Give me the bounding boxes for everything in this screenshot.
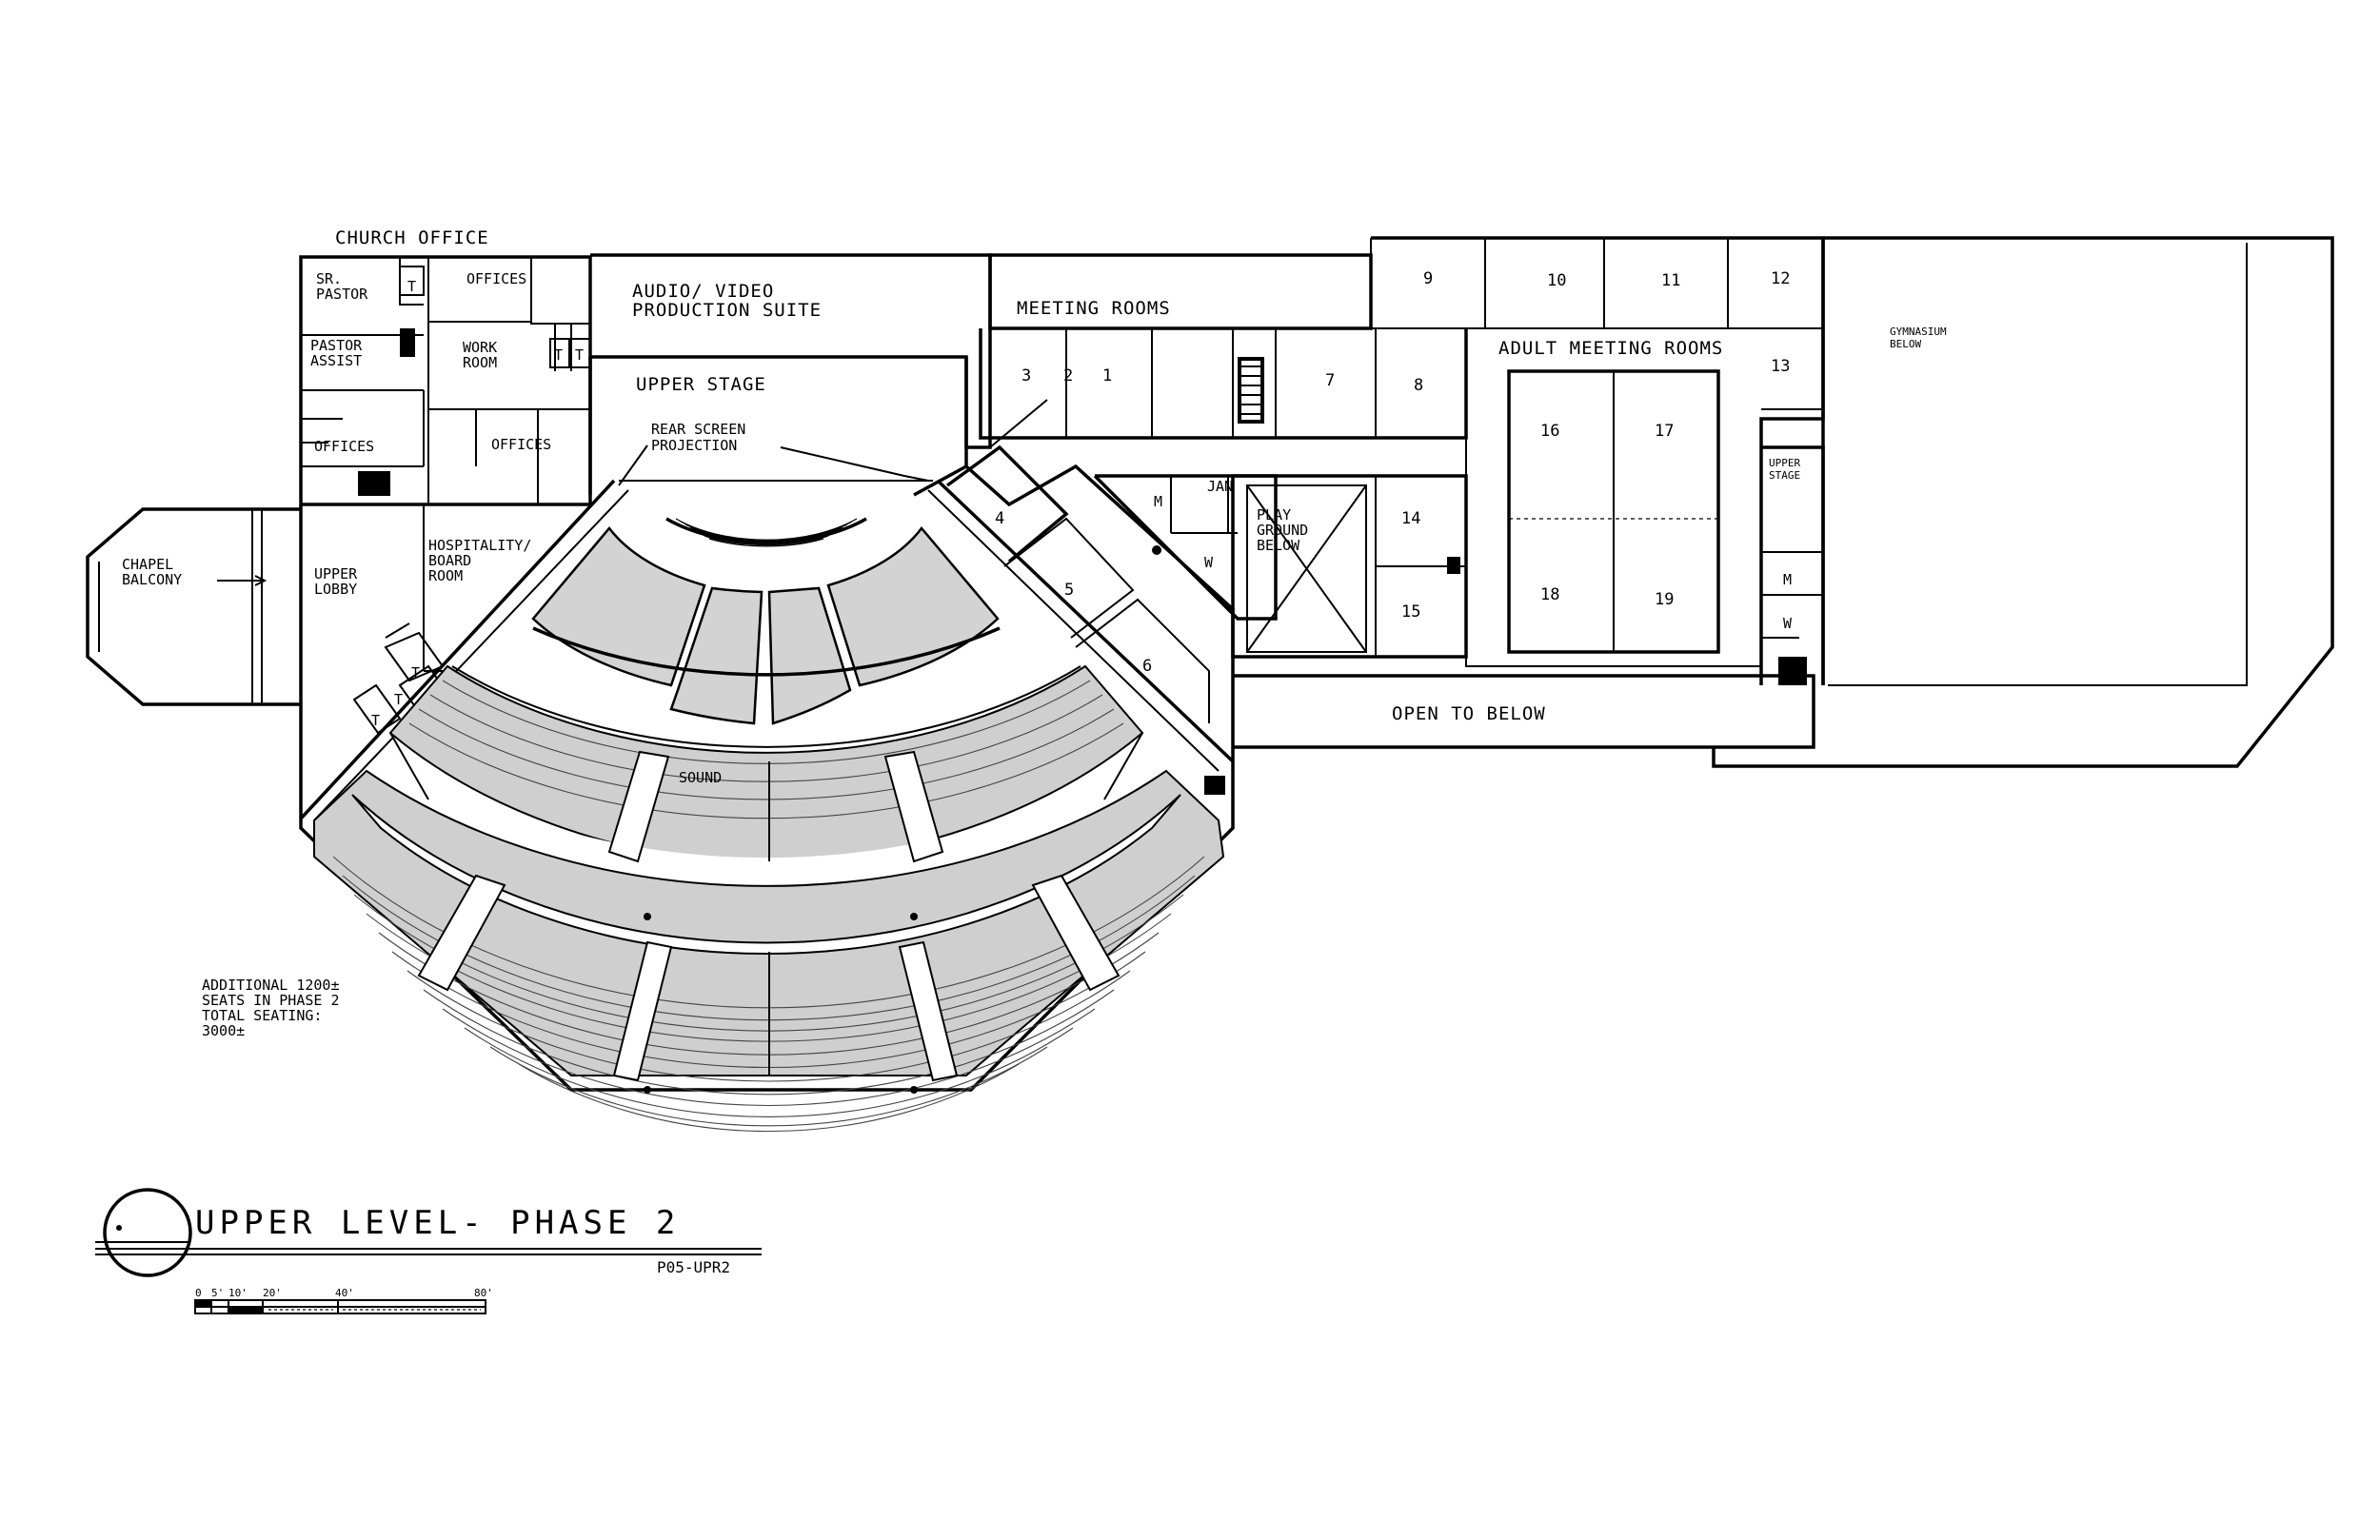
scale-tick-label: 5'	[211, 1287, 224, 1299]
room-number-10: 10	[1547, 271, 1566, 290]
title-block: UPPER LEVEL- PHASE 2 P05-UPR2	[95, 1188, 762, 1277]
sr-pastor-label-2: PASTOR	[316, 286, 368, 303]
chapel-balcony-label-2: BALCONY	[122, 571, 182, 588]
meeting-rooms-1-8	[979, 253, 1468, 440]
room-number-3: 3	[1021, 366, 1031, 385]
room-number-11: 11	[1661, 271, 1680, 290]
chapel-balcony-label: CHAPEL	[122, 556, 173, 573]
room-number-14: 14	[1401, 509, 1420, 528]
hospitality-label: HOSPITALITY/	[428, 537, 531, 554]
toilet-label: T	[371, 712, 380, 729]
small-rooms-4-5-6	[945, 399, 1235, 761]
scale-tick-label: 0	[195, 1287, 202, 1299]
upper-stage-right	[1761, 445, 1825, 685]
seating-note-line-4: 3000±	[202, 1022, 245, 1039]
women-label: W	[1783, 615, 1793, 632]
room-number-9: 9	[1423, 269, 1433, 288]
church-office-block	[299, 255, 592, 506]
toilet-label: T	[394, 691, 403, 708]
hospitality-label-3: ROOM	[428, 567, 463, 584]
sound-label: SOUND	[679, 769, 722, 786]
janitor-label: JAN	[1207, 478, 1233, 495]
room-number-15: 15	[1401, 602, 1420, 622]
play-ground-label-3: BELOW	[1257, 537, 1300, 554]
seating-note-line-2: SEATS IN PHASE 2	[202, 992, 340, 1009]
audio-video-label-2: PRODUCTION SUITE	[632, 300, 822, 321]
pastor-assist-label-2: ASSIST	[310, 352, 362, 369]
chapel-balcony	[86, 504, 303, 819]
offices-mid-label: OFFICES	[491, 436, 551, 453]
scale-tick-label: 20'	[263, 1287, 282, 1299]
room-number-6: 6	[1142, 657, 1152, 676]
scale-tick-label: 40'	[335, 1287, 354, 1299]
meeting-rooms-label: MEETING ROOMS	[1017, 298, 1171, 319]
room-number-1: 1	[1102, 366, 1112, 385]
rear-screen-leaders	[618, 444, 929, 486]
seating-note-line-3: TOTAL SEATING:	[202, 1007, 322, 1024]
room-number-17: 17	[1655, 422, 1674, 441]
toilet-label: T	[407, 278, 416, 295]
upper-stage-label: UPPER STAGE	[636, 374, 766, 395]
scale-tick-label: 80'	[474, 1287, 493, 1299]
men-label: M	[1154, 493, 1162, 510]
pastor-assist-label: PASTOR	[310, 337, 363, 354]
room-number-12: 12	[1771, 269, 1790, 288]
room-number-13: 13	[1771, 357, 1790, 376]
toilet-label: T	[575, 346, 584, 364]
room-number-4: 4	[995, 509, 1004, 528]
upper-stage-right-label-2: STAGE	[1769, 469, 1800, 482]
room-number-19: 19	[1655, 590, 1674, 609]
gymnasium	[1712, 236, 2334, 768]
sanctuary	[299, 479, 1235, 1133]
women-label: W	[1204, 554, 1214, 571]
gymnasium-label: GYMNASIUM	[1890, 326, 1947, 338]
offices-left-label: OFFICES	[314, 438, 374, 455]
toilet-label: T	[554, 346, 563, 364]
stage-block	[588, 253, 992, 547]
room-number-16: 16	[1540, 422, 1559, 441]
chapel-balcony-arrow	[217, 575, 268, 586]
play-ground-label-2: GROUND	[1257, 522, 1308, 539]
upper-lobby-label-2: LOBBY	[314, 581, 357, 598]
open-to-below	[1233, 674, 1815, 749]
rear-screen-label: REAR SCREEN	[651, 421, 745, 438]
upper-lobby-label: UPPER	[314, 565, 358, 582]
gymnasium-label-2: BELOW	[1890, 338, 1921, 350]
play-ground-block	[1231, 474, 1468, 659]
room-number-2: 2	[1063, 366, 1073, 385]
restrooms-center	[1093, 474, 1278, 621]
scale-tick-label: 10'	[228, 1287, 248, 1299]
room-number-7: 7	[1325, 371, 1335, 390]
work-room-label-2: ROOM	[463, 354, 497, 371]
offices-top-label: OFFICES	[466, 270, 526, 287]
adult-meeting-rooms-label: ADULT MEETING ROOMS	[1498, 338, 1723, 359]
room-number-5: 5	[1064, 581, 1074, 600]
title-circle-symbol	[103, 1188, 192, 1277]
men-label: M	[1783, 571, 1792, 588]
drawing-reference: P05-UPR2	[657, 1258, 730, 1276]
sr-pastor-label: SR.	[316, 270, 342, 287]
upper-stage-right-label: UPPER	[1769, 457, 1800, 469]
scale-bar: 0 5' 10' 20' 40' 80'	[194, 1287, 493, 1314]
rear-screen-label-2: PROJECTION	[651, 437, 737, 454]
seating-note-line-1: ADDITIONAL 1200±	[202, 977, 340, 994]
audio-video-label: AUDIO/ VIDEO	[632, 281, 774, 302]
adult-meeting-block	[1370, 236, 1825, 685]
work-room-label: WORK	[463, 339, 497, 356]
open-to-below-label: OPEN TO BELOW	[1392, 703, 1546, 724]
toilet-label: T	[411, 664, 420, 681]
play-ground-label: PLAY	[1257, 506, 1291, 523]
hospitality-label-2: BOARD	[428, 552, 471, 569]
church-office-label: CHURCH OFFICE	[335, 227, 489, 248]
room-number-8: 8	[1414, 376, 1423, 395]
room-number-18: 18	[1540, 585, 1559, 604]
drawing-title: UPPER LEVEL- PHASE 2	[195, 1204, 680, 1242]
